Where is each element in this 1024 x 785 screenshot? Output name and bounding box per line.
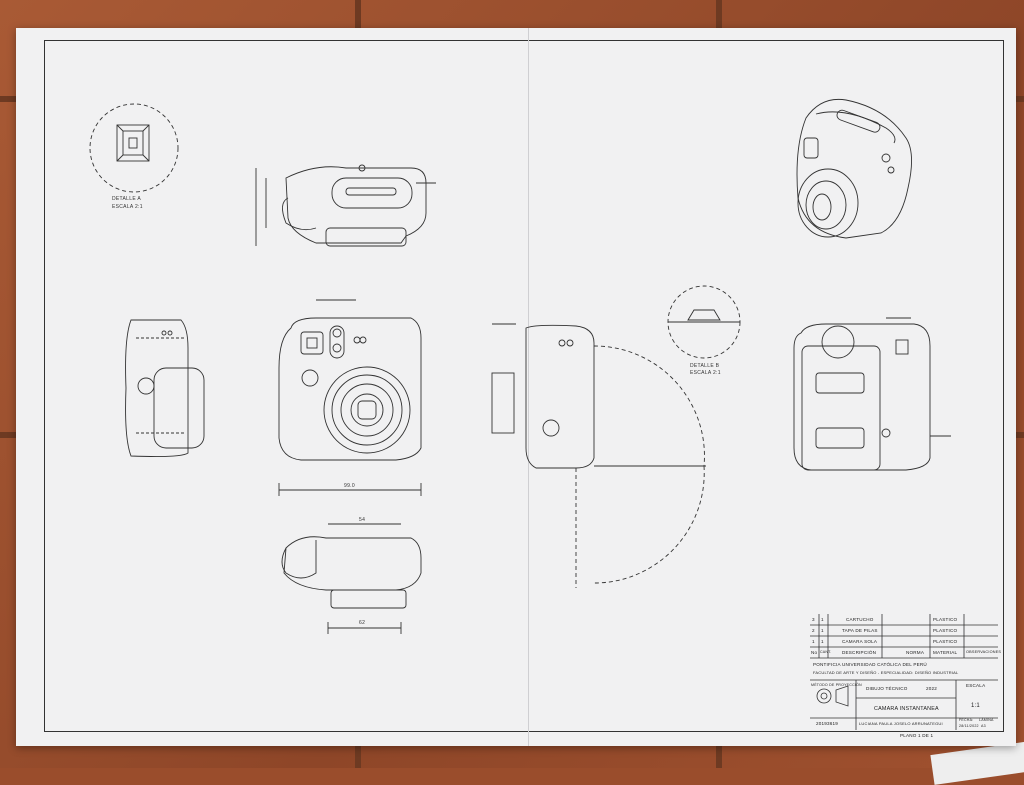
front-width-dimension: 99.0 [344,483,355,489]
detail-a-scale: ESCALA 2:1 [112,204,143,210]
header-qty: CANT. [820,650,832,654]
sheet-value: A3 [981,724,986,728]
projection-method: MÉTODO DE PROYECCIÓN [811,683,862,687]
scale-label: ESCALA [966,683,986,688]
scale-value: 1:1 [971,703,980,709]
detail-b-label: DETALLE B [690,363,720,369]
part-2-qty: 1 [821,628,824,633]
bottom-view [281,523,422,634]
part-3-mat: PLASTICO [933,617,958,622]
detail-b-view [667,285,741,359]
right-side-view [491,323,706,588]
date-value: 28/11/2022 [959,724,979,728]
detail-a-label: DETALLE A [112,196,142,202]
top-view [255,164,436,247]
course-name: DIBUJO TÉCNICO [866,686,908,691]
detail-a-view [89,103,179,193]
part-3-desc: CARTUCHO [846,617,874,622]
part-1-mat: PLASTICO [933,639,958,644]
part-3-no: 3 [812,617,815,622]
isometric-view [796,98,912,239]
drawing-sheet: DETALLE A ESCALA 2:1 DETALLE B ESCALA 2:… [16,28,1016,746]
left-side-view [125,319,205,458]
sheet-fold [528,28,529,746]
part-1-desc: CAMARA SOLA [842,639,878,644]
top-width-dimension: 54 [359,517,366,523]
faculty-name: FACULTAD DE ARTE Y DISEÑO - ESPECIALIDAD… [813,670,959,675]
drawing-frame [44,40,1004,732]
technical-drawing [89,98,998,730]
part-3-qty: 1 [821,617,824,622]
part-1-no: 1 [812,639,815,644]
plano-number: PLANO 1 DE 1 [900,733,934,738]
date-label: FECHA: [959,718,974,722]
header-no: No [811,650,818,655]
part-2-desc: TAPA DE PILAS [842,628,878,633]
drawing-title: CAMARA INSTANTANEA [874,706,939,712]
part-2-no: 2 [812,628,815,633]
header-norma: NORMA [906,650,925,655]
title-block-grid [810,614,998,730]
student-code: 20193619 [816,721,839,726]
front-view [278,299,422,496]
bottom-width-dimension: 62 [359,620,366,626]
detail-b-scale: ESCALA 2:1 [690,370,721,376]
part-1-qty: 1 [821,639,824,644]
sheet-label: LÁMINA [979,718,994,722]
part-2-mat: PLASTICO [933,628,958,633]
author-name: LUCIANA PAULA JOSELO ARRUNATEGUI [859,721,943,726]
course-year: 2022 [926,686,938,691]
header-mat: MATERIAL [933,650,958,655]
rear-view [793,317,951,471]
header-desc: DESCRIPCIÓN [842,650,877,655]
header-obs: OBSERVACIONES [966,650,1002,654]
university-name: PONTIFICIA UNIVERSIDAD CATÓLICA DEL PERÚ [813,662,927,667]
